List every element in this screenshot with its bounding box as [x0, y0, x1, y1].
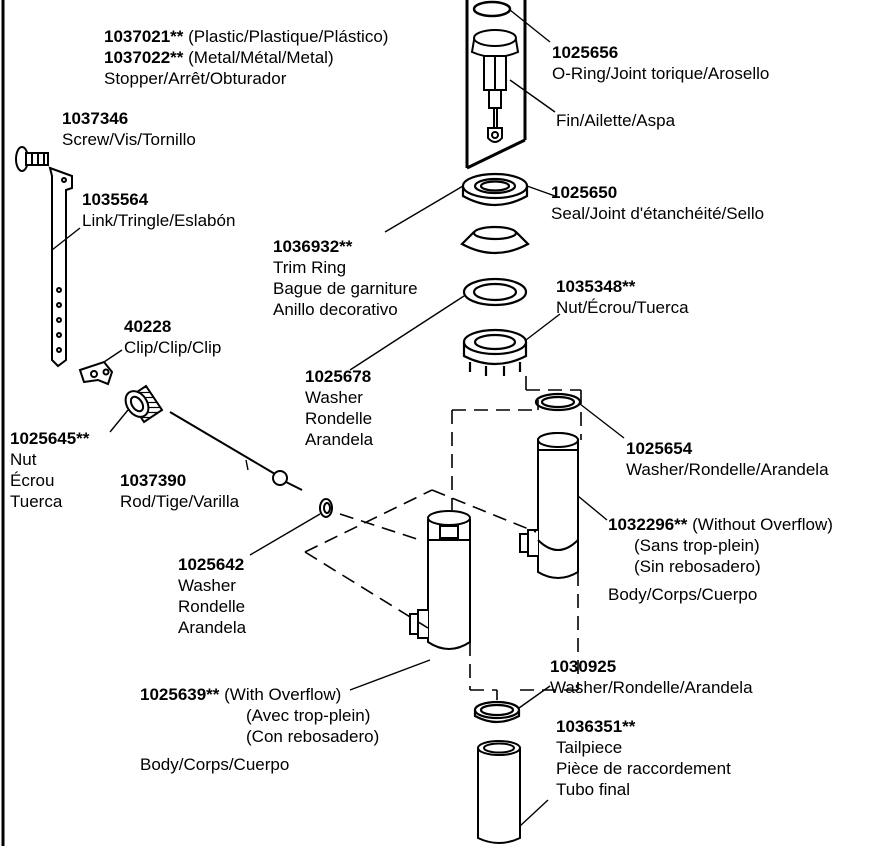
trim-ring-es: Anillo decorativo	[273, 300, 398, 319]
body-with-overflow-desc: (With Overflow)	[219, 685, 342, 704]
washer-1030925-label: 1030925 Washer/Rondelle/Arandela	[550, 656, 753, 698]
stopper-metal-desc: (Metal/Métal/Metal)	[183, 48, 334, 67]
small-washer-drawing	[319, 498, 333, 518]
body-without-overflow-number: 1032296**	[608, 515, 688, 534]
tailpiece-number: 1036351**	[556, 717, 636, 736]
washer-1025642-label: 1025642 Washer Rondelle Arandela	[178, 554, 246, 638]
washer-1025642-number: 1025642	[178, 555, 245, 574]
body-with-overflow-name: Body/Corps/Cuerpo	[140, 755, 290, 774]
washer-1030925-name: Washer/Rondelle/Arandela	[550, 678, 753, 697]
body-without-overflow-desc: (Without Overflow)	[687, 515, 833, 534]
stopper-plastic-number: 1037021**	[104, 27, 184, 46]
tailpiece-es: Tubo final	[556, 780, 631, 799]
nut-top-label: 1035348** Nut/Écrou/Tuerca	[556, 276, 689, 318]
side-nut-en: Nut	[10, 450, 37, 469]
rod-number: 1037390	[120, 471, 187, 490]
link-number: 1035564	[82, 190, 149, 209]
o-ring-drawing	[472, 0, 512, 18]
clip-number: 40228	[124, 317, 172, 336]
screw-label: 1037346 Screw/Vis/Tornillo	[62, 108, 196, 150]
seal-label: 1025650 Seal/Joint d'étanchéité/Sello	[551, 182, 764, 224]
washer-1025642-fr: Rondelle	[178, 597, 246, 616]
body-with-overflow-drawing	[409, 510, 471, 650]
body-with-overflow-es: (Con rebosadero)	[246, 727, 380, 746]
washer-1025678-fr: Rondelle	[305, 409, 373, 428]
washer-ring-drawing	[462, 277, 528, 307]
trim-ring-number: 1036932**	[273, 237, 353, 256]
washer-1025654-number: 1025654	[626, 439, 693, 458]
o-ring-number: 1025656	[552, 43, 619, 62]
link-label: 1035564 Link/Tringle/Eslabón	[82, 189, 235, 231]
o-ring-name: O-Ring/Joint torique/Arosello	[552, 64, 770, 83]
washer-1025654-drawing	[534, 392, 582, 412]
side-nut-drawing	[124, 384, 164, 424]
alignment-dashes	[304, 372, 582, 700]
stopper-name: Stopper/Arrêt/Obturador	[104, 69, 287, 88]
trim-ring-en: Trim Ring	[273, 258, 347, 277]
o-ring-label: 1025656 O-Ring/Joint torique/Arosello	[552, 42, 769, 84]
sink-panel	[465, 0, 527, 170]
screw-name: Screw/Vis/Tornillo	[62, 130, 196, 149]
nut-top-number: 1035348**	[556, 277, 636, 296]
body-without-overflow-es: (Sin rebosadero)	[634, 557, 761, 576]
leader-lines	[51, 9, 625, 827]
side-nut-es: Tuerca	[10, 492, 63, 511]
side-nut-fr: Écrou	[10, 471, 55, 490]
screw-drawing	[15, 146, 49, 172]
body-with-overflow-label: 1025639** (With Overflow) (Avec trop-ple…	[140, 684, 379, 775]
clip-drawing	[78, 360, 114, 386]
washer-1025678-number: 1025678	[305, 367, 372, 386]
fin-name: Fin/Ailette/Aspa	[556, 111, 676, 130]
seal-name: Seal/Joint d'étanchéité/Sello	[551, 204, 765, 223]
seal-drawing	[461, 172, 529, 206]
washer-1025678-en: Washer	[305, 388, 363, 407]
nut-top-name: Nut/Écrou/Tuerca	[556, 298, 689, 317]
tailpiece-en: Tailpiece	[556, 738, 623, 757]
washer-1025678-label: 1025678 Washer Rondelle Arandela	[305, 366, 373, 450]
screw-number: 1037346	[62, 109, 129, 128]
side-nut-label: 1025645** Nut Écrou Tuerca	[10, 428, 89, 512]
clip-label: 40228 Clip/Clip/Clip	[124, 316, 221, 358]
rod-drawing	[169, 411, 303, 491]
body-without-overflow-name: Body/Corps/Cuerpo	[608, 585, 758, 604]
washer-1030925-drawing	[473, 700, 521, 724]
washer-1030925-number: 1030925	[550, 657, 617, 676]
body-without-overflow-label: 1032296** (Without Overflow) (Sans trop-…	[608, 514, 833, 605]
body-with-overflow-number: 1025639**	[140, 685, 220, 704]
seal-number: 1025650	[551, 183, 618, 202]
washer-1025678-es: Arandela	[305, 430, 374, 449]
fin-label: Fin/Ailette/Aspa	[556, 110, 675, 131]
body-with-overflow-fr: (Avec trop-plein)	[246, 706, 371, 725]
washer-1025642-en: Washer	[178, 576, 236, 595]
washer-1025654-label: 1025654 Washer/Rondelle/Arandela	[626, 438, 829, 480]
trim-ring-fr: Bague de garniture	[273, 279, 418, 298]
tailpiece-fr: Pièce de raccordement	[556, 759, 731, 778]
nut-top-drawing	[462, 328, 528, 376]
clip-name: Clip/Clip/Clip	[124, 338, 222, 357]
washer-1025654-name: Washer/Rondelle/Arandela	[626, 460, 829, 479]
tailpiece-drawing	[477, 740, 521, 844]
stopper-drawing	[470, 29, 520, 143]
body-without-overflow-drawing	[519, 432, 579, 579]
rod-name: Rod/Tige/Varilla	[120, 492, 240, 511]
side-nut-number: 1025645**	[10, 429, 90, 448]
link-name: Link/Tringle/Eslabón	[82, 211, 236, 230]
stopper-metal-number: 1037022**	[104, 48, 184, 67]
stopper-label: 1037021** (Plastic/Plastique/Plástico) 1…	[104, 26, 388, 89]
washer-1025642-es: Arandela	[178, 618, 247, 637]
link-drawing	[48, 166, 73, 368]
body-without-overflow-fr: (Sans trop-plein)	[634, 536, 760, 555]
trim-ring-label: 1036932** Trim Ring Bague de garniture A…	[273, 236, 418, 320]
rod-label: 1037390 Rod/Tige/Varilla	[120, 470, 239, 512]
tailpiece-label: 1036351** Tailpiece Pièce de raccordemen…	[556, 716, 731, 800]
trim-ring-drawing	[460, 225, 530, 254]
stopper-plastic-desc: (Plastic/Plastique/Plástico)	[183, 27, 389, 46]
